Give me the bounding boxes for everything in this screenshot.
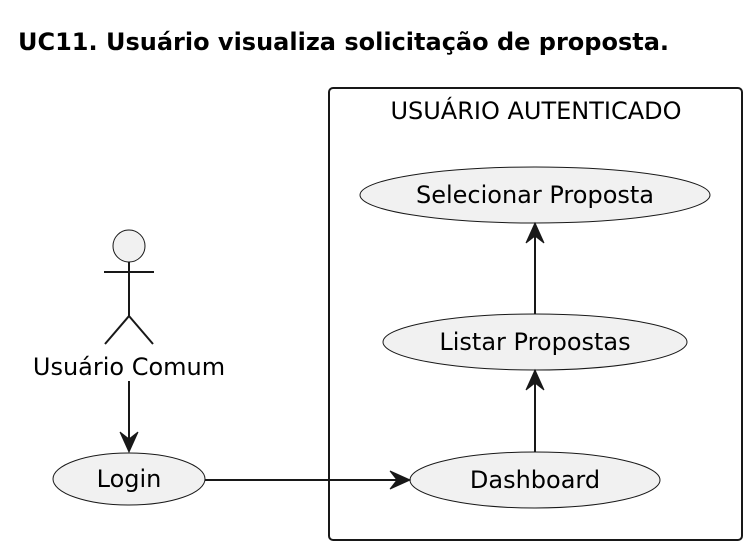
arrowhead-login-to-dashboard — [389, 470, 412, 490]
arrowhead-actor-to-login — [119, 431, 139, 454]
actor-left-leg — [104, 315, 130, 345]
system-boundary-label: USUÁRIO AUTENTICADO — [390, 96, 681, 125]
diagram-title: UC11. Usuário visualiza solicitação de p… — [18, 28, 669, 56]
usecase-dashboard-label: Dashboard — [470, 466, 600, 494]
usecase-login-label: Login — [97, 465, 162, 493]
arrowhead-dashboard-to-listar — [525, 368, 545, 391]
actor-right-leg — [128, 315, 154, 345]
system-boundary — [328, 87, 743, 541]
usecase-selecionar-proposta-label: Selecionar Proposta — [416, 181, 654, 209]
actor-head — [112, 229, 146, 263]
actor-usuario-comum — [104, 229, 154, 345]
arrowhead-listar-to-selecionar — [525, 221, 545, 244]
actor-name: Usuário Comum — [33, 353, 225, 381]
usecase-listar-propostas-label: Listar Propostas — [439, 328, 630, 356]
